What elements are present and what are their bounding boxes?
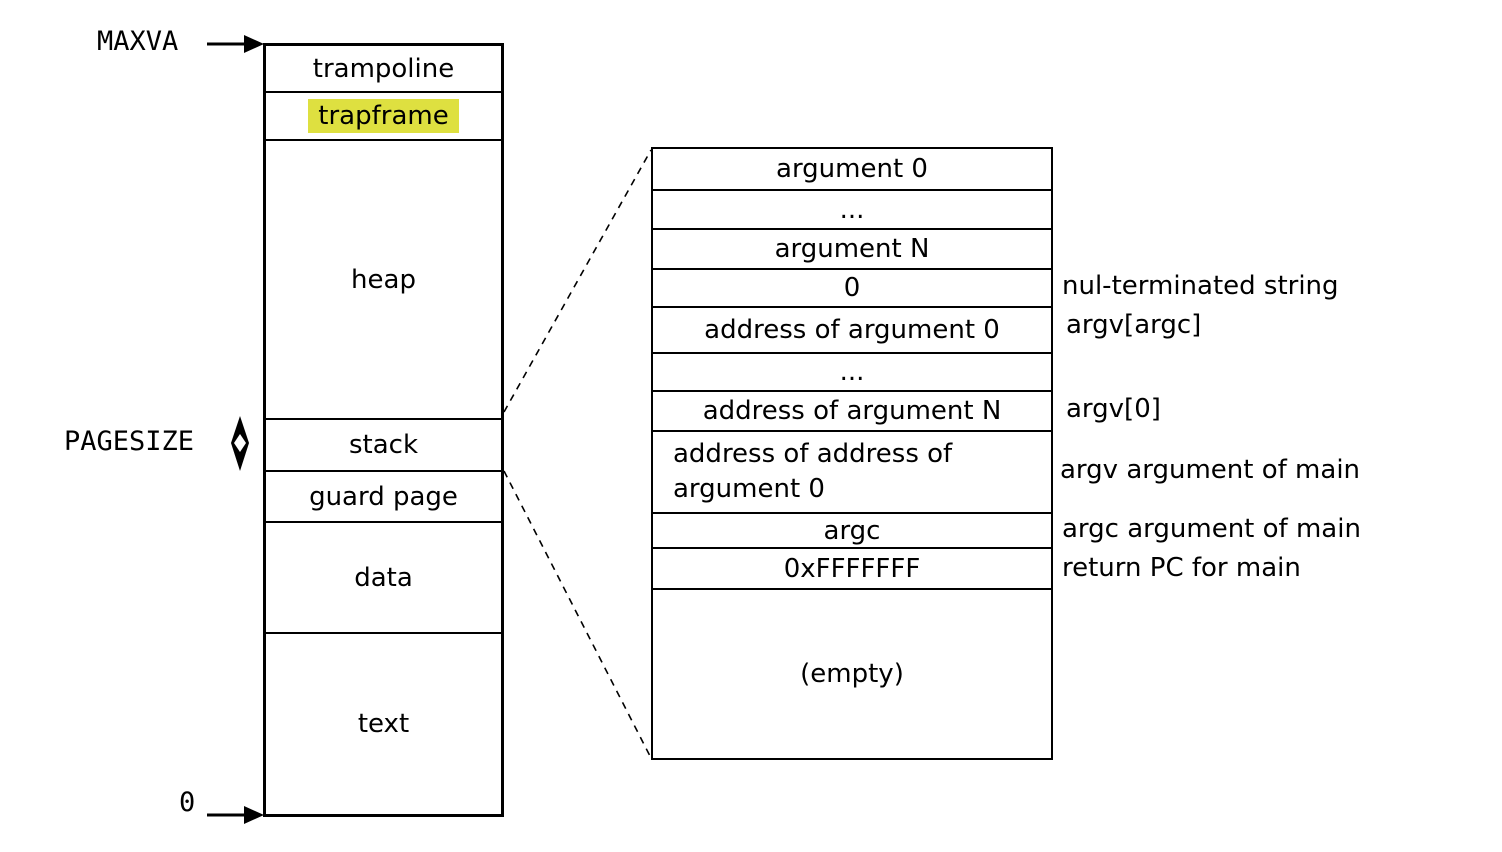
maxva-label: MAXVA: [97, 26, 179, 57]
stack-row-empty: (empty): [653, 588, 1051, 758]
memory-section-stack: stack: [266, 418, 501, 470]
stack-row-nul-terminator: 0: [653, 268, 1051, 306]
memory-section-data: data: [266, 521, 501, 632]
stack-row-address-of-argument-0: address of argument 0: [653, 306, 1051, 352]
memory-section-label: heap: [351, 264, 416, 295]
memory-section-trapframe: trapframe: [266, 91, 501, 139]
annotation-argc-argument-of-main: argc argument of main: [1062, 514, 1361, 544]
zero-address-label: 0: [179, 787, 196, 818]
maxva-arrow: [207, 35, 264, 53]
stack-row-address-of-address-of-argument-0: address of address of argument 0: [653, 430, 1051, 512]
memory-section-label: stack: [348, 430, 419, 460]
stack-detail-box: argument 0 ... argument N 0 address of a…: [651, 147, 1053, 760]
annotation-argv-argc: argv[argc]: [1066, 310, 1202, 340]
memory-section-text: text: [266, 632, 501, 814]
stack-row-return-pc: 0xFFFFFFF: [653, 547, 1051, 588]
stack-row-argument-0: argument 0: [776, 154, 928, 184]
memory-section-label-highlighted: trapframe: [308, 99, 459, 133]
memory-section-label: trampoline: [312, 53, 455, 84]
annotation-argv-argument-of-main: argv argument of main: [1060, 455, 1361, 485]
memory-map-box: trampoline trapframe heap stack guard pa…: [263, 43, 504, 817]
memory-section-guard-page: guard page: [266, 470, 501, 521]
stack-row-ellipsis-args: ...: [653, 189, 1051, 228]
dashed-connector-bottom: [503, 470, 652, 759]
stack-row-argc: argc: [653, 512, 1051, 547]
memory-section-heap: heap: [266, 139, 501, 418]
annotation-return-pc-for-main: return PC for main: [1062, 553, 1301, 583]
pagesize-label: PAGESIZE: [64, 426, 195, 457]
stack-row-ellipsis-addresses: ...: [653, 352, 1051, 390]
annotation-argv-0: argv[0]: [1066, 394, 1161, 424]
memory-section-label: data: [354, 562, 413, 593]
zero-arrow: [207, 806, 264, 824]
memory-section-trampoline: trampoline: [266, 46, 501, 91]
memory-section-label: text: [357, 709, 410, 739]
dashed-connector-top: [503, 149, 652, 413]
stack-row-argument-n: argument N: [653, 228, 1051, 268]
pagesize-double-arrow: [231, 416, 249, 471]
annotation-nul-terminated-string: nul-terminated string: [1062, 271, 1339, 301]
stack-row-address-of-argument-n: address of argument N: [653, 390, 1051, 430]
memory-section-label: guard page: [309, 481, 458, 512]
